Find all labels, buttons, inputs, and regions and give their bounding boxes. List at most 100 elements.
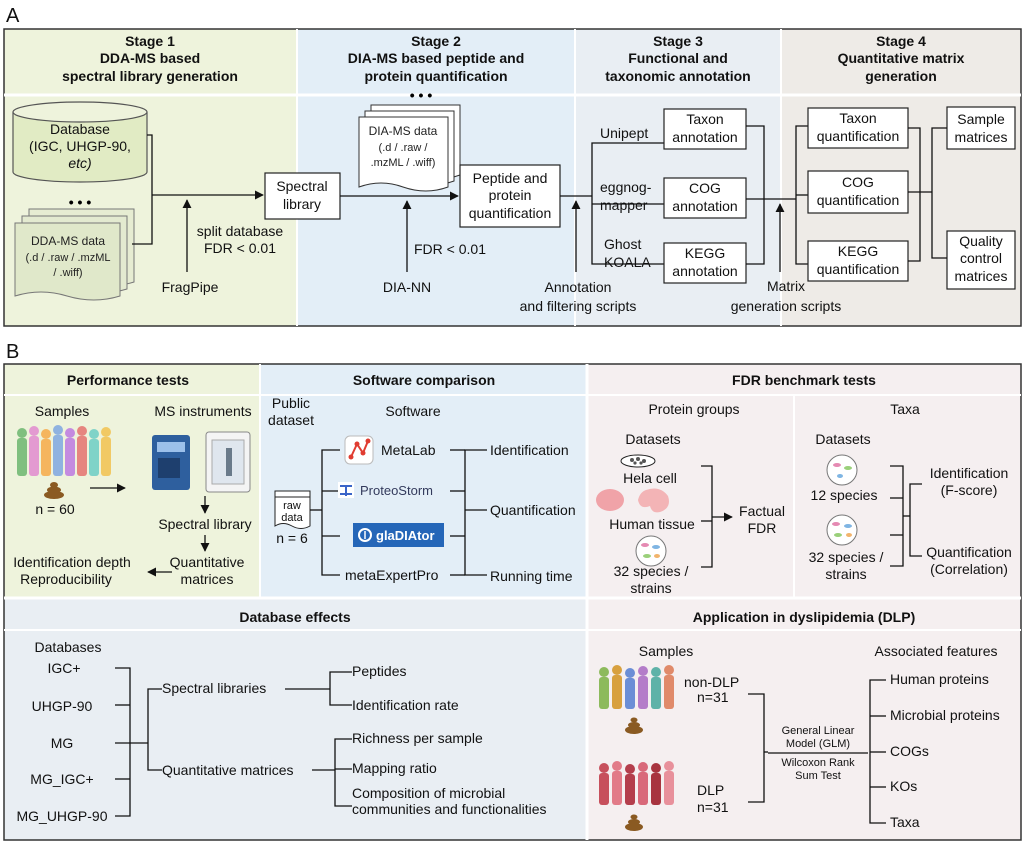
peptide-line1: Peptide and bbox=[473, 170, 548, 186]
dlp-samples: Samples bbox=[639, 643, 693, 659]
stage4-line1: Quantitative matrix bbox=[838, 50, 965, 66]
qm-mapping-ratio: Mapping ratio bbox=[352, 760, 437, 776]
cog-quant-line2: quantification bbox=[817, 192, 900, 208]
raw-data-document-icon bbox=[274, 490, 311, 529]
thirtytwo-species-dish-icon bbox=[826, 514, 858, 546]
dlp-n: n=31 bbox=[697, 799, 729, 815]
stage1-title: Stage 1 bbox=[125, 33, 175, 49]
dia-formats-1: (.d / .raw / bbox=[379, 142, 429, 154]
matrix-scripts-line2: generation scripts bbox=[731, 298, 842, 314]
tool-eggnog-1: eggnog- bbox=[600, 179, 652, 195]
human-tissue-icon bbox=[596, 488, 669, 513]
db-mg-igc-plus: MG_IGC+ bbox=[30, 771, 93, 787]
taxa-species-1: 32 species / bbox=[809, 549, 884, 565]
split-database-label: split database bbox=[197, 223, 284, 239]
metric-quantification: Quantification bbox=[490, 502, 576, 518]
dia-fdr-label: FDR < 0.01 bbox=[414, 241, 486, 257]
dlp-people-icon bbox=[599, 761, 674, 805]
qm-richness: Richness per sample bbox=[352, 730, 483, 746]
wilcoxon-label-1: Wilcoxon Rank bbox=[781, 757, 855, 769]
performance-samples: Samples bbox=[35, 403, 89, 419]
tool-proteostorm: ProteoStorm bbox=[360, 483, 433, 498]
taxon-annotation-box bbox=[663, 108, 747, 150]
fragpipe-label: FragPipe bbox=[162, 279, 219, 295]
taxon-quant-line2: quantification bbox=[817, 128, 900, 144]
tool-ghost-2: KOALA bbox=[604, 254, 651, 270]
factual-fdr-1: Factual bbox=[739, 503, 785, 519]
database-examples: (IGC, UHGP-90, bbox=[29, 138, 131, 154]
stage4-line2: generation bbox=[865, 68, 937, 84]
feature-microbial: Microbial proteins bbox=[890, 707, 1000, 723]
taxon-annotation-line2: annotation bbox=[672, 129, 737, 145]
human-tissue-label: Human tissue bbox=[609, 516, 695, 532]
panel-a-letter: A bbox=[6, 5, 20, 27]
db-mg: MG bbox=[51, 735, 74, 751]
qm-composition-1: Composition of microbial bbox=[352, 785, 505, 801]
kegg-quant-line2: quantification bbox=[817, 261, 900, 277]
taxa-species-2: strains bbox=[825, 566, 866, 582]
protein-groups-label: Protein groups bbox=[648, 401, 739, 417]
stage2-line1: DIA-MS based peptide and bbox=[348, 50, 525, 66]
tool-gladiator: glaDIAtor bbox=[376, 528, 435, 543]
annotation-scripts-line1: Annotation bbox=[545, 279, 612, 295]
dda-data-documents bbox=[14, 208, 135, 301]
stool-icon bbox=[44, 482, 64, 499]
taxa-quantification-1: Quantification bbox=[926, 544, 1012, 560]
stage2-title: Stage 2 bbox=[411, 33, 461, 49]
database-etc: etc) bbox=[68, 155, 91, 171]
tool-unipept: Unipept bbox=[600, 125, 648, 141]
taxa-quantification-2: (Correlation) bbox=[930, 561, 1008, 577]
database-label: Database bbox=[50, 121, 110, 137]
public-dataset-2: dataset bbox=[268, 412, 314, 428]
dlp-associated: Associated features bbox=[875, 643, 998, 659]
kegg-annotation-line2: annotation bbox=[672, 263, 737, 279]
proteostorm-logo-icon bbox=[338, 482, 354, 498]
spectral-library-line1: Spectral bbox=[276, 178, 327, 194]
db-mg-uhgp90: MG_UHGP-90 bbox=[16, 808, 107, 824]
dia-formats-2: .mzML / .wiff) bbox=[371, 157, 436, 169]
dda-label: DDA-MS data bbox=[31, 234, 105, 248]
taxon-quant-box bbox=[807, 107, 909, 149]
sample-matrices-line2: matrices bbox=[955, 129, 1008, 145]
cog-annotation-box bbox=[663, 177, 747, 219]
stage3-title: Stage 3 bbox=[653, 33, 703, 49]
dda-formats-2: / .wiff) bbox=[53, 267, 82, 279]
tool-ghost-1: Ghost bbox=[604, 236, 641, 252]
software-title: Software comparison bbox=[353, 372, 495, 388]
stage1-line1: DDA-MS based bbox=[100, 50, 200, 66]
stage2-ellipsis: • • • bbox=[410, 87, 433, 103]
kegg-annotation-line1: KEGG bbox=[685, 245, 725, 261]
taxa-identification-2: (F-score) bbox=[941, 482, 998, 498]
feature-cogs: COGs bbox=[890, 743, 929, 759]
spectral-library-line2: library bbox=[283, 196, 321, 212]
dlp-title: Application in dyslipidemia (DLP) bbox=[693, 609, 915, 625]
tool-metaexpertpro: metaExpertPro bbox=[345, 567, 439, 583]
taxa-identification-1: Identification bbox=[930, 465, 1009, 481]
species-dish-icon bbox=[635, 535, 667, 567]
qc-matrices-box bbox=[946, 230, 1016, 290]
sl-peptides: Peptides bbox=[352, 663, 406, 679]
peptide-protein-box bbox=[459, 164, 561, 228]
nondlp-n: n=31 bbox=[697, 689, 729, 705]
performance-out-1: Identification depth bbox=[13, 554, 131, 570]
people-crowd-icon bbox=[17, 425, 111, 476]
performance-spectral-library: Spectral library bbox=[158, 516, 251, 532]
dia-label: DIA-MS data bbox=[369, 124, 438, 138]
taxon-quant-line1: Taxon bbox=[839, 110, 876, 126]
software-label: Software bbox=[385, 403, 440, 419]
performance-instruments: MS instruments bbox=[154, 403, 251, 419]
feature-taxa: Taxa bbox=[890, 814, 920, 830]
panel-b-letter: B bbox=[6, 341, 19, 363]
hela-label: Hela cell bbox=[623, 470, 677, 486]
fdr-datasets-2: Datasets bbox=[815, 431, 870, 447]
twelve-species-dish-icon bbox=[826, 454, 858, 486]
split-fdr-label: FDR < 0.01 bbox=[204, 240, 276, 256]
metric-running-time: Running time bbox=[490, 568, 573, 584]
stage3-line2: taxonomic annotation bbox=[605, 68, 750, 84]
twelve-species-label: 12 species bbox=[811, 487, 878, 503]
nondlp-label: non-DLP bbox=[684, 674, 739, 690]
dia-nn-label: DIA-NN bbox=[383, 279, 431, 295]
stage3-line1: Functional and bbox=[628, 50, 728, 66]
qc-matrices-line2: control bbox=[960, 250, 1002, 266]
